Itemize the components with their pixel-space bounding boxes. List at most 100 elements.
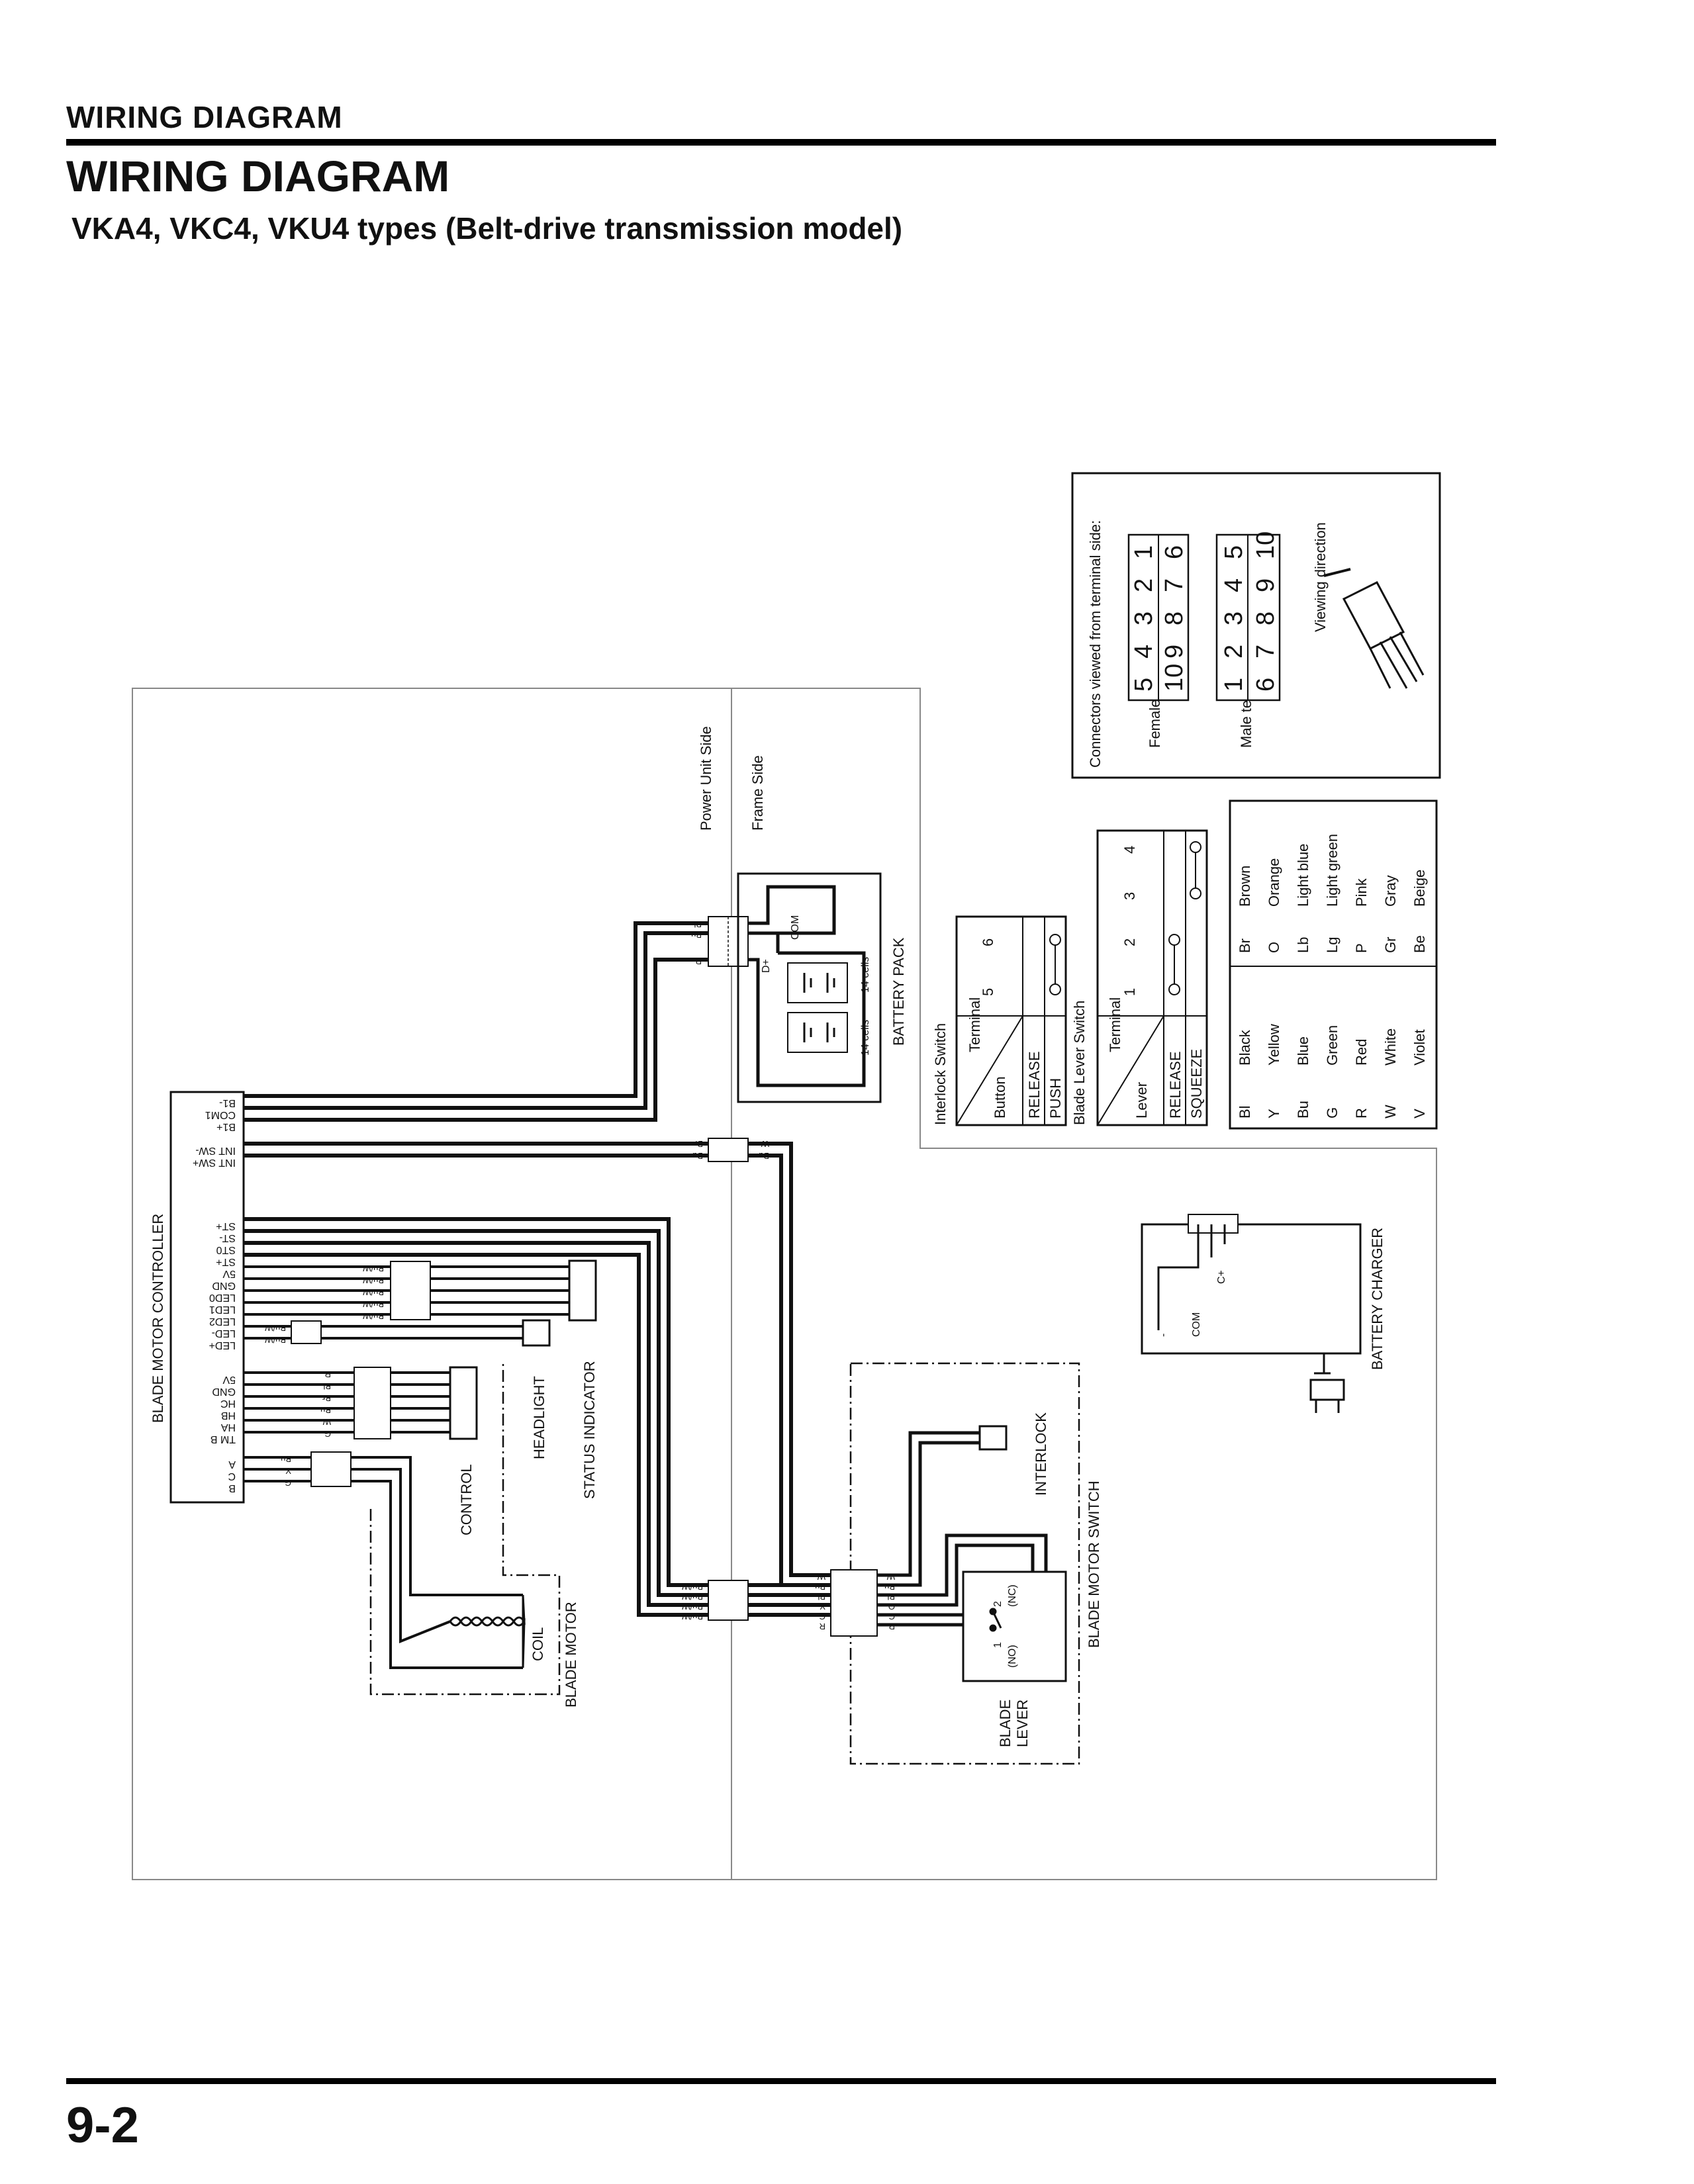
- interlock-table-title: Interlock Switch: [932, 1023, 949, 1125]
- ctrl-wire-bu: Bu: [320, 1405, 331, 1415]
- coil-label: COIL: [530, 1627, 546, 1661]
- pin-st-plus-a: ST+: [216, 1220, 236, 1232]
- blade-row-release: RELEASE: [1167, 1052, 1184, 1119]
- color-name-Bl: Black: [1237, 1029, 1253, 1066]
- color-code-Y: Y: [1266, 1109, 1282, 1118]
- interlock-button-header: Button: [992, 1076, 1008, 1118]
- pin-led-plus: LED+: [209, 1340, 236, 1351]
- bs-wire-y: Y: [820, 1602, 825, 1612]
- pin-gnd-b: GND: [212, 1386, 236, 1397]
- male-pin-1: 1: [1220, 678, 1248, 692]
- pin-hc: HC: [220, 1398, 236, 1409]
- status-wire-5: Bu/W: [362, 1311, 384, 1321]
- female-pin-1: 1: [1130, 545, 1158, 559]
- status-connector: Bu/W Bu/W Bu/W Bu/W Bu/W Bu/W Bu/W: [264, 1261, 431, 1345]
- male-pin-7: 7: [1252, 645, 1280, 659]
- battery-pack: COM D+ - 14 cells 14 cells BATTERY PACK: [737, 872, 907, 1103]
- color-code-table: BlBlackYYellowBuBlueGGreenRRedWWhiteVVio…: [1229, 799, 1438, 1130]
- ctrl-wire-g: G: [324, 1429, 331, 1439]
- blade-motor-switch-label: BLADE MOTOR SWITCH: [1086, 1480, 1102, 1648]
- interlock-switch-box: [978, 1425, 1008, 1451]
- pin-c: C: [228, 1471, 236, 1482]
- color-name-Y: Yellow: [1266, 1024, 1282, 1066]
- bs-wire-g: G: [819, 1612, 825, 1621]
- interlock-term-6: 6: [980, 938, 996, 946]
- pin-st-minus: ST-: [219, 1232, 236, 1244]
- bp-wire-bu: Bu: [691, 930, 702, 940]
- bp-d-plus: D+: [761, 959, 772, 973]
- pin-hb: HB: [221, 1410, 236, 1421]
- color-code-Bu: Bu: [1295, 1101, 1311, 1118]
- bs-wire-bu: Bu: [815, 1582, 825, 1592]
- female-pin-5: 5: [1130, 678, 1158, 692]
- male-pin-8: 8: [1252, 612, 1280, 625]
- female-pin-6: 6: [1160, 545, 1188, 559]
- st-wires: [244, 1217, 831, 1617]
- switch-nc: (NC): [1007, 1584, 1018, 1607]
- male-pin-2: 2: [1220, 645, 1248, 659]
- color-code-Lg: Lg: [1324, 937, 1341, 953]
- ctrl-wire-bl: Bl: [323, 1381, 331, 1391]
- int-wire-br: Br: [694, 1139, 703, 1149]
- motor-wire-g: G: [285, 1478, 291, 1488]
- charger-com: COM: [1191, 1312, 1202, 1337]
- blade-lever-switch-box: [962, 1570, 1067, 1682]
- motor-connector: Bu Y G: [281, 1451, 352, 1488]
- charger-c-plus: C+: [1216, 1270, 1227, 1284]
- connector-view-legend: Connectors viewed from terminal side: Fe…: [1071, 472, 1441, 779]
- bp-wire-r: R: [696, 956, 702, 966]
- status-indicator-box: [568, 1259, 597, 1322]
- bs-wire-r: R: [820, 1621, 825, 1631]
- interlock-term-5: 5: [980, 988, 996, 996]
- color-code-Lb: Lb: [1295, 937, 1311, 953]
- bp-wire-bl: Bl: [694, 919, 702, 929]
- st-connector: Bu/W Bu/W Bu/W Bu/W: [681, 1580, 749, 1621]
- switch-pin-2: 2: [992, 1601, 1004, 1607]
- pin-b: B: [228, 1482, 236, 1494]
- blade-row-squeeze: SQUEEZE: [1188, 1049, 1205, 1118]
- st-wire-4: Bu/W: [681, 1612, 703, 1621]
- blade-motor-switch-boundary: [849, 1362, 1080, 1765]
- page-title: WIRING DIAGRAM: [66, 152, 450, 201]
- color-code-G: G: [1324, 1107, 1341, 1118]
- headlight-box: [522, 1319, 551, 1347]
- blade-term-1: 1: [1121, 988, 1138, 996]
- bp-com: COM: [790, 915, 801, 940]
- blade-motor-controller: BLADE MOTOR CONTROLLER B1- COM1 B1+ INT …: [150, 1091, 245, 1504]
- blade-lever-header: Lever: [1133, 1082, 1150, 1118]
- control-wires: [244, 1371, 450, 1433]
- blade-term-2: 2: [1121, 938, 1138, 946]
- blade-terminal-header: Terminal: [1107, 997, 1123, 1052]
- battery-charger-label: BATTERY CHARGER: [1369, 1228, 1386, 1370]
- battery-pack-wiring: [748, 885, 866, 1087]
- footer-rule: [66, 2078, 1496, 2084]
- battery-wires: [244, 921, 708, 1122]
- color-name-Br: Brown: [1237, 866, 1253, 907]
- int-sw-connector: Br Bu W Bu: [692, 1138, 769, 1162]
- running-header: WIRING DIAGRAM: [66, 100, 343, 134]
- color-code-V: V: [1411, 1109, 1428, 1118]
- st-wire-1: Bu/W: [681, 1582, 703, 1592]
- color-name-Bu: Blue: [1295, 1036, 1311, 1066]
- status-wire-2: Bu/W: [362, 1275, 384, 1285]
- blade-motor-label: BLADE MOTOR: [563, 1602, 579, 1707]
- male-pin-5: 5: [1220, 545, 1248, 559]
- pin-int-sw-plus: INT SW+: [193, 1157, 236, 1168]
- control-box: [449, 1366, 478, 1440]
- color-code-Br: Br: [1237, 938, 1253, 953]
- male-pin-10: 10: [1252, 531, 1280, 559]
- power-unit-side-label: Power Unit Side: [698, 726, 714, 831]
- male-pin-3: 3: [1220, 612, 1248, 625]
- blade-lever-contacts: [989, 1608, 1002, 1632]
- color-name-W: White: [1382, 1028, 1399, 1066]
- pin-gnd-a: GND: [212, 1280, 236, 1291]
- color-name-Lg: Light green: [1324, 834, 1341, 907]
- blade-label-line1: BLADE: [997, 1700, 1013, 1747]
- int-wire-bu: Bu: [692, 1151, 703, 1161]
- female-pin-3: 3: [1130, 612, 1158, 625]
- color-code-W: W: [1382, 1105, 1399, 1118]
- switch-pin-1: 1: [992, 1642, 1004, 1648]
- pin-5v-b: 5V: [222, 1374, 236, 1385]
- battery-pack-label: BATTERY PACK: [890, 937, 907, 1046]
- pin-5v-a: 5V: [222, 1268, 236, 1279]
